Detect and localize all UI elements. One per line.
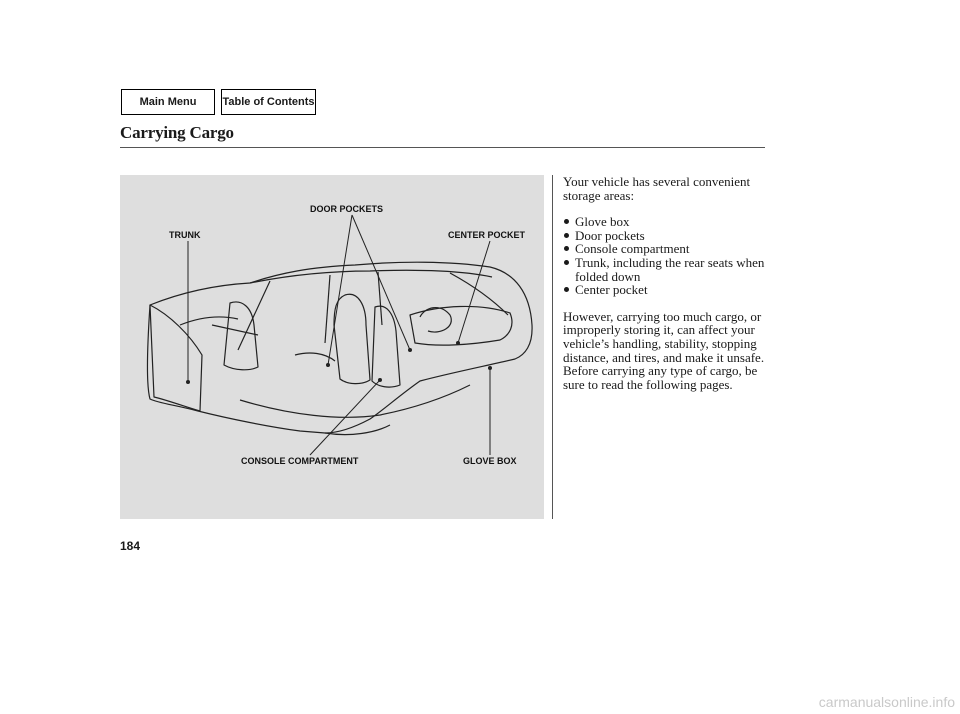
intro-paragraph: Your vehicle has several convenient stor… bbox=[563, 174, 751, 203]
list-item: Glove box bbox=[563, 215, 773, 229]
list-item: Center pocket bbox=[563, 283, 773, 297]
body-text: Your vehicle has several convenient stor… bbox=[563, 175, 773, 391]
main-menu-button[interactable]: Main Menu bbox=[121, 89, 215, 115]
callout-trunk: TRUNK bbox=[169, 230, 201, 240]
list-item: Trunk, including the rear seats when fol… bbox=[563, 256, 773, 283]
column-divider bbox=[552, 175, 553, 519]
callout-door-pockets: DOOR POCKETS bbox=[310, 204, 384, 214]
watermark: carmanualsonline.info bbox=[818, 694, 955, 710]
callout-center-pocket: CENTER POCKET bbox=[448, 230, 526, 240]
warning-paragraph: However, carrying too much cargo, or imp… bbox=[563, 308, 765, 392]
title-divider bbox=[120, 147, 765, 148]
callout-glove-box: GLOVE BOX bbox=[463, 456, 517, 466]
page-title: Carrying Cargo bbox=[120, 123, 234, 142]
callout-console-compartment: CONSOLE COMPARTMENT bbox=[241, 456, 359, 466]
list-item: Door pockets bbox=[563, 229, 773, 243]
car-interior-illustration: DOOR POCKETS TRUNK CENTER POCKET CONSOLE… bbox=[120, 175, 544, 519]
table-of-contents-button[interactable]: Table of Contents bbox=[221, 89, 316, 115]
storage-list: Glove box Door pockets Console compartme… bbox=[563, 215, 773, 297]
page-number: 184 bbox=[120, 539, 141, 553]
list-item: Console compartment bbox=[563, 242, 773, 256]
car-cutaway-drawing bbox=[146, 214, 533, 456]
